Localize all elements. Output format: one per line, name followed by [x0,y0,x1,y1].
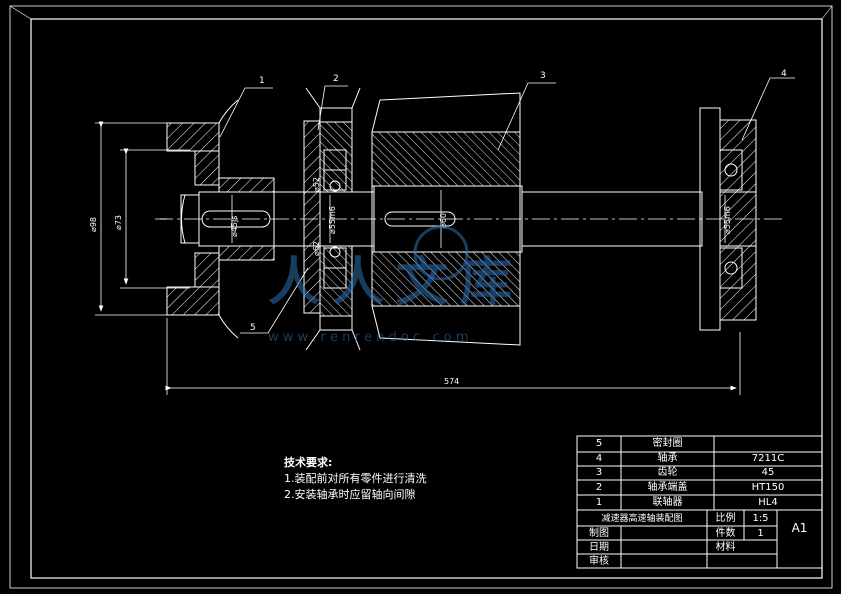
row-date: 日期 [589,542,609,553]
dim-d55-left: ⌀55m6 [328,206,337,234]
bom-name-3: 齿轮 [657,467,678,478]
dimension-lines [95,121,741,395]
callout-3: 3 [540,71,546,81]
bom-no-1: 1 [595,497,603,508]
bom-name-4: 轴承 [657,453,678,464]
bom-spec-3: 45 [761,467,775,478]
bom-spec-4: 7211C [751,453,785,464]
notes-item-2: 2.安装轴承时应留轴向间隙 [284,488,416,501]
dim-d62: ⌀62 [312,241,321,256]
bom-spec-2: HT150 [751,482,785,493]
sheet-size: A1 [791,521,808,535]
bom-no-5: 5 [595,438,603,449]
bom-no-2: 2 [595,482,603,493]
dim-d45: ⌀45js [230,216,239,237]
bom-no-3: 3 [595,467,603,478]
callout-leaders [219,77,795,334]
dim-d73: ⌀73 [114,215,123,230]
bom-spec-1: HL4 [758,497,778,508]
dim-d55-right: ⌀55m6 [723,206,732,234]
callout-2: 2 [333,74,339,84]
row-reviewer: 审核 [589,556,609,567]
dim-length: 574 [444,377,459,386]
qty-label: 件数 [715,528,736,539]
gear [371,92,521,346]
watermark-logo [413,225,469,281]
scale-label: 比例 [715,513,736,524]
bom-name-1: 联轴器 [652,497,683,508]
row-drafter: 制图 [589,528,609,539]
dim-d60: ⌀60 [439,213,448,228]
technical-notes: 技术要求: 1.装配前对所有零件进行清洗 2.安装轴承时应留轴向间隙 [284,455,427,503]
callout-5: 5 [250,323,256,333]
material-label: 材料 [715,542,736,553]
notes-title: 技术要求: [284,456,333,469]
dim-d52: ⌀52 [312,177,321,192]
bom-name-5: 密封圈 [652,438,683,449]
bom-no-4: 4 [595,453,603,464]
notes-item-1: 1.装配前对所有零件进行清洗 [284,472,427,485]
bearing-cover [303,87,361,351]
coupling [160,99,275,339]
callout-1: 1 [259,76,265,86]
qty-value: 1 [757,528,764,539]
bearing [699,107,757,331]
scale-value: 1:5 [752,513,769,524]
watermark-text: 人人文库 [268,253,525,313]
title-block [576,435,823,569]
callout-4: 4 [781,69,787,79]
dim-d98: ⌀98 [89,217,98,232]
bom-name-2: 轴承端盖 [647,482,688,493]
watermark-url: w w w . r e n r e n d o c . c o m [268,330,469,345]
drawing-frame [9,5,833,589]
drawing-name: 减速器高速轴装配图 [601,514,683,524]
